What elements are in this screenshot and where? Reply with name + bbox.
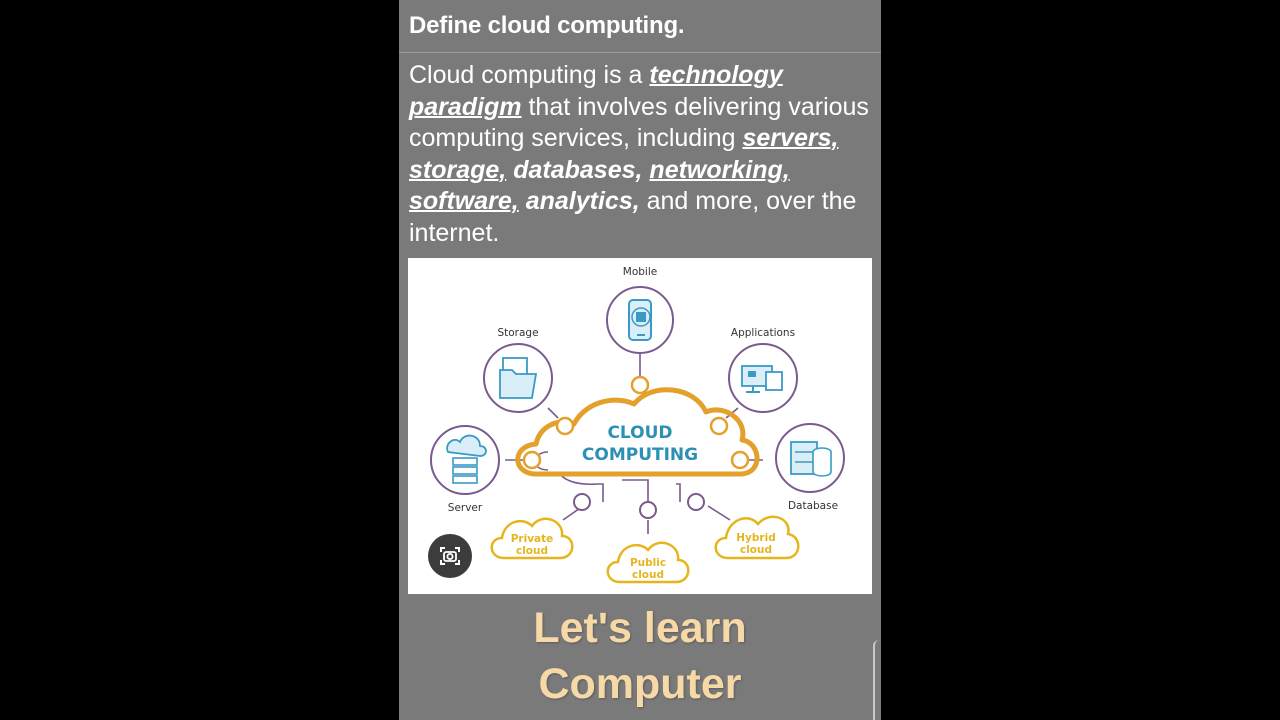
label-database: Database bbox=[788, 500, 838, 512]
cloud-dots bbox=[522, 375, 750, 470]
phone-icon bbox=[628, 299, 652, 341]
label-mobile: Mobile bbox=[623, 266, 657, 278]
label-server: Server bbox=[448, 502, 483, 514]
center-title-line2: COMPUTING bbox=[582, 445, 698, 465]
main-cloud-shape bbox=[515, 387, 760, 477]
term-networking[interactable]: networking, bbox=[649, 155, 790, 184]
term-storage[interactable]: storage, bbox=[409, 155, 507, 184]
center-title-line1: CLOUD bbox=[607, 423, 672, 443]
folder-icon bbox=[499, 357, 538, 399]
public-cloud-shape bbox=[606, 541, 690, 584]
term-technology[interactable]: technology bbox=[649, 61, 783, 89]
page-title: Define cloud computing. bbox=[409, 12, 685, 39]
caption-line1: Let's learn bbox=[533, 604, 747, 652]
divider bbox=[399, 52, 881, 53]
para-text-3: and more, over the internet. bbox=[409, 187, 857, 247]
term-analytics: analytics, bbox=[525, 187, 640, 216]
term-software[interactable]: software, bbox=[409, 187, 519, 216]
hybrid-cloud-shape bbox=[714, 515, 800, 560]
database-icon bbox=[790, 441, 832, 477]
public-cloud-line1: Public bbox=[630, 557, 666, 569]
term-servers[interactable]: servers, bbox=[742, 124, 839, 153]
private-cloud-line1: Private bbox=[511, 533, 554, 545]
visual-search-icon bbox=[440, 547, 460, 565]
server-icon bbox=[446, 434, 487, 484]
term-databases: databases, bbox=[513, 155, 643, 184]
para-text-1: Cloud computing is a bbox=[409, 61, 650, 89]
para-text-2: that involves delivering various computi… bbox=[409, 92, 869, 153]
applications-icon bbox=[741, 365, 783, 393]
public-cloud-line2: cloud bbox=[632, 569, 664, 581]
hybrid-cloud-line2: cloud bbox=[740, 544, 772, 556]
visual-search-button[interactable] bbox=[428, 534, 472, 578]
term-paradigm[interactable]: paradigm bbox=[409, 92, 522, 121]
scrollbar-edge[interactable] bbox=[873, 640, 881, 720]
label-storage: Storage bbox=[497, 327, 538, 339]
cloud-computing-diagram[interactable]: CLOUD COMPUTING Mobile Storage Applicati… bbox=[408, 258, 872, 594]
content-panel: Define cloud computing. Cloud computing … bbox=[399, 0, 881, 720]
diagram-svg: CLOUD COMPUTING Mobile Storage Applicati… bbox=[430, 266, 845, 584]
label-applications: Applications bbox=[731, 327, 795, 339]
private-cloud-shape bbox=[490, 517, 574, 560]
hybrid-cloud-line1: Hybrid bbox=[736, 532, 775, 544]
private-cloud-line2: cloud bbox=[516, 545, 548, 557]
junction-dots bbox=[573, 493, 705, 519]
video-caption: Let's learn Computer bbox=[399, 600, 881, 712]
caption-line2: Computer bbox=[538, 660, 742, 708]
